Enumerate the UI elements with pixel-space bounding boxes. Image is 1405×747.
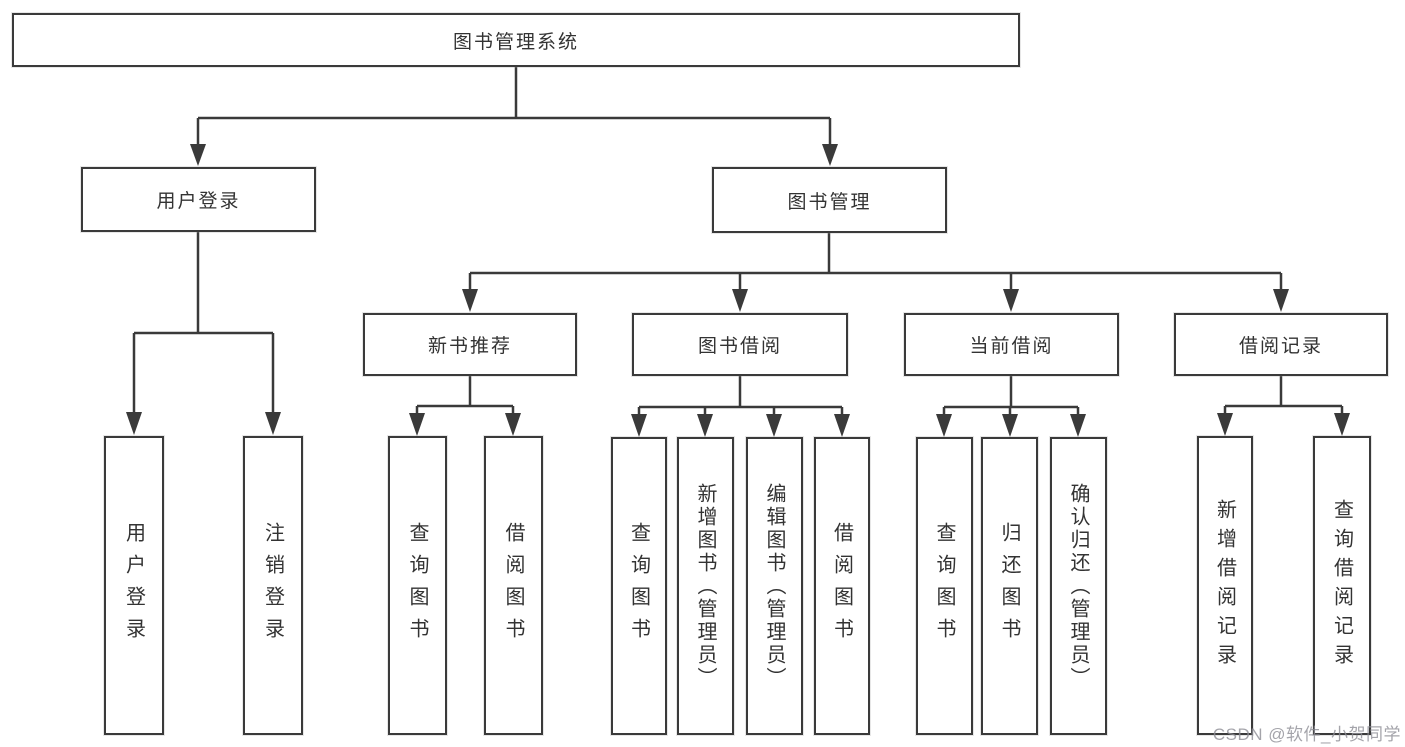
node-borrowing-records: 借阅记录: [1174, 313, 1388, 376]
node-user-login: 用户登录: [81, 167, 316, 232]
leaf-user-login: 用户登录: [104, 436, 164, 735]
leaf-query-borrow-record: 查询借阅记录: [1313, 436, 1371, 735]
leaf-query-books-3: 查询图书: [916, 437, 973, 735]
node-book-management: 图书管理: [712, 167, 947, 233]
leaf-return-books: 归还图书: [981, 437, 1038, 735]
leaf-logout: 注销登录: [243, 436, 303, 735]
leaf-query-books-1: 查询图书: [388, 436, 447, 735]
leaf-borrow-books-2: 借阅图书: [814, 437, 870, 735]
leaf-add-borrow-record: 新增借阅记录: [1197, 436, 1253, 735]
leaf-query-books-2: 查询图书: [611, 437, 667, 735]
csdn-watermark: CSDN @软件_小贺同学: [1212, 725, 1401, 744]
node-new-book-recommendation: 新书推荐: [363, 313, 577, 376]
node-book-borrowing: 图书借阅: [632, 313, 848, 376]
leaf-borrow-books-1: 借阅图书: [484, 436, 543, 735]
leaf-add-books-admin: 新增图书（管理员）: [677, 437, 734, 735]
node-library-system: 图书管理系统: [12, 13, 1020, 67]
node-current-borrowing: 当前借阅: [904, 313, 1119, 376]
leaf-confirm-return-admin: 确认归还（管理员）: [1050, 437, 1107, 735]
leaf-edit-books-admin: 编辑图书（管理员）: [746, 437, 803, 735]
